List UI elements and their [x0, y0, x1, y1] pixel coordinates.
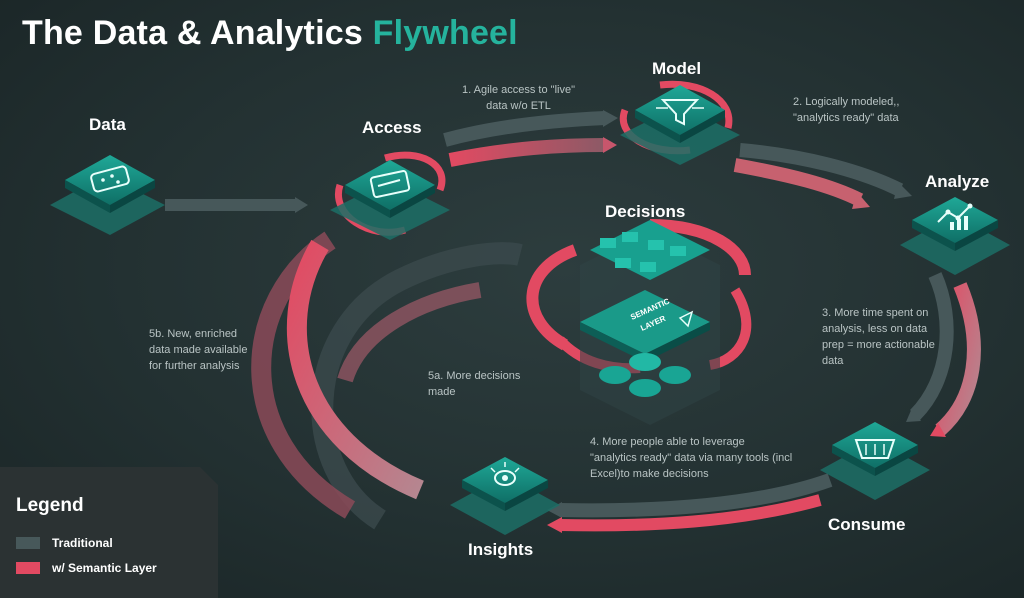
traditional-arrow-access-model — [443, 111, 606, 147]
traditional-arrow-consume-insights — [559, 473, 833, 518]
node-label-access: Access — [362, 118, 422, 137]
insights-node — [450, 457, 560, 535]
node-label-insights: Insights — [468, 540, 534, 559]
node-label-data: Data — [89, 115, 126, 134]
legend-swatch-traditional — [16, 537, 40, 549]
step-4-text: 4. More people able to leverage"analytic… — [590, 436, 793, 480]
legend-label: w/ Semantic Layer — [52, 561, 157, 575]
arrowhead — [547, 502, 562, 518]
shopping-basket-icon — [854, 439, 896, 459]
semantic-arrow-model-analyze — [733, 158, 864, 207]
semantic-arc-5a — [337, 282, 482, 383]
model-cycle-ring — [659, 80, 733, 129]
arrowhead — [894, 182, 912, 199]
node-label-model: Model — [652, 59, 702, 78]
step-2-text: 2. Logically modeled,,"analytics ready" … — [793, 96, 900, 124]
arrowhead — [295, 197, 308, 213]
traditional-arrow-analyze-consume — [909, 272, 954, 420]
node-label-analyze: Analyze — [925, 172, 990, 191]
traditional-arc-insights-decisions — [311, 242, 523, 530]
consume-node — [820, 422, 930, 500]
filter-funnel-icon — [656, 99, 704, 126]
legend-item-semantic: w/ Semantic Layer — [16, 561, 157, 575]
decisions-ring — [526, 244, 578, 351]
node-label-decisions: Decisions — [605, 202, 686, 221]
database-icon — [90, 165, 130, 193]
title-main: The Data & Analytics — [22, 14, 363, 52]
page-title: The Data & Analytics Flywheel — [22, 14, 518, 53]
model-node — [620, 85, 740, 165]
legend-swatch-semantic — [16, 562, 40, 574]
access-node — [330, 160, 450, 240]
arrowhead — [603, 110, 618, 127]
analyze-node — [900, 197, 1010, 275]
arrowhead — [906, 408, 921, 422]
arrowhead — [603, 137, 617, 153]
legend: Legend Traditional w/ Semantic Layer — [0, 467, 218, 598]
legend-label: Traditional — [52, 536, 113, 550]
key-card-icon — [369, 170, 411, 198]
decisions-ring — [649, 219, 751, 276]
semantic-arrow-access-model — [448, 138, 606, 167]
step-1-text: 1. Agile access to "live"data w/o ETL — [462, 84, 575, 112]
legend-title: Legend — [16, 495, 84, 516]
data-node — [50, 155, 165, 235]
semantic-layer-stack-icon — [580, 220, 720, 425]
semantic-arc-insights-access — [286, 239, 424, 500]
lightbulb-icon — [490, 462, 520, 486]
legend-item-traditional: Traditional — [16, 536, 113, 550]
arrowhead — [547, 517, 562, 533]
title-accent: Flywheel — [372, 14, 518, 52]
arrowhead — [852, 192, 870, 209]
analytics-chart-icon — [937, 203, 973, 230]
node-label-consume: Consume — [828, 515, 906, 534]
semantic-arrow-analyze-consume — [935, 282, 981, 436]
arrowhead — [930, 423, 946, 437]
semantic-arrow-consume-insights — [559, 494, 822, 532]
traditional-arrow-model-analyze — [739, 143, 904, 197]
access-cycle-ring — [384, 151, 446, 192]
